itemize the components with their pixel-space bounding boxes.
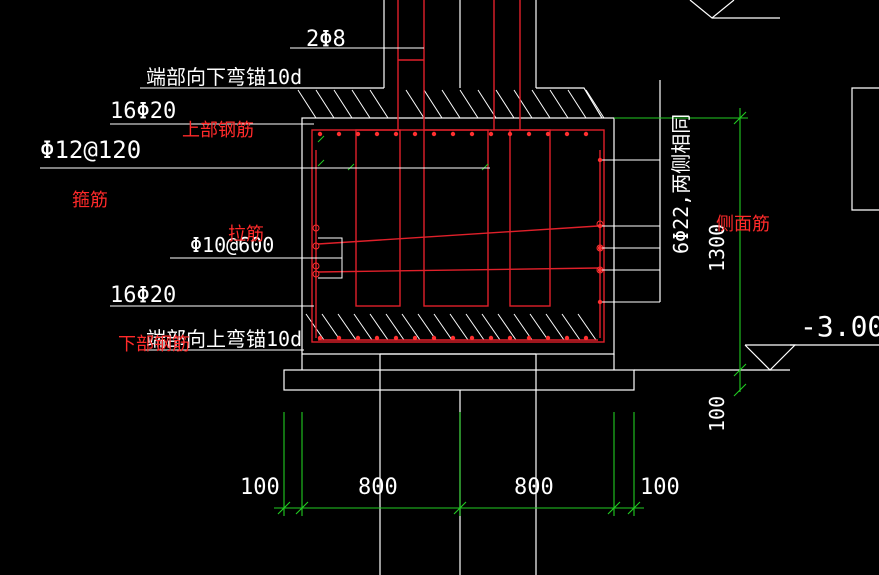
hatch-stroke bbox=[561, 313, 581, 341]
base-dim-label: 100 bbox=[705, 396, 729, 432]
rebar-dot bbox=[564, 131, 570, 137]
hatch-stroke bbox=[513, 313, 533, 341]
rebar-dot bbox=[431, 131, 437, 137]
height-dim-label: 1300 bbox=[705, 224, 729, 272]
rebar-dot bbox=[583, 131, 589, 137]
hatch-stroke bbox=[481, 313, 501, 341]
rebar-dot bbox=[393, 335, 399, 341]
dimension-lines bbox=[274, 108, 748, 516]
hatch-stroke bbox=[449, 313, 469, 341]
rebar-dot bbox=[355, 131, 361, 137]
hatch-stroke bbox=[549, 89, 569, 119]
rebar-dot bbox=[355, 335, 361, 341]
top-bars-label: 16Φ20 bbox=[110, 99, 176, 124]
hatch-stroke bbox=[401, 313, 421, 341]
stirrup-annotation: 箍筋 bbox=[72, 190, 108, 211]
side-rebar-annotation: 侧面筋 bbox=[716, 214, 770, 235]
rebar-cage bbox=[311, 0, 605, 343]
side-bars-label: 6Φ22,两侧相同 bbox=[669, 114, 693, 254]
rebar-dot bbox=[469, 335, 475, 341]
rebar-dot bbox=[507, 335, 513, 341]
hatch-stroke bbox=[351, 89, 371, 119]
hatch-stroke bbox=[495, 89, 515, 119]
elevation-label: -3.000 bbox=[800, 310, 879, 343]
rebar-dot bbox=[597, 299, 603, 305]
hatch-stroke bbox=[417, 313, 437, 341]
callout-ticks bbox=[317, 135, 489, 171]
tie-annotation: 拉筋 bbox=[228, 224, 264, 245]
hatch-stroke bbox=[337, 313, 357, 341]
hatch-stroke bbox=[297, 89, 317, 119]
rebar-dot bbox=[336, 335, 342, 341]
rebar-dot bbox=[450, 335, 456, 341]
rebar-dot bbox=[507, 131, 513, 137]
rebar-dot bbox=[317, 131, 323, 137]
top-rebar-annotation: 上部钢筋 bbox=[182, 120, 254, 141]
rebar-dot bbox=[488, 131, 494, 137]
hatch-stroke bbox=[305, 313, 325, 341]
dim-right-width: 800 bbox=[514, 475, 554, 500]
hatch-stroke bbox=[577, 313, 597, 341]
rebar-dots bbox=[317, 131, 603, 341]
dim-left-offset: 100 bbox=[240, 475, 280, 500]
rebar-dot bbox=[431, 335, 437, 341]
hatch-stroke bbox=[433, 313, 453, 341]
hatch-stroke bbox=[529, 313, 549, 341]
bottom-rebar-annotation: 下部钢筋 bbox=[118, 334, 190, 355]
rebar-dot bbox=[526, 335, 532, 341]
hatch-stroke bbox=[465, 313, 485, 341]
dim-right-offset: 100 bbox=[640, 475, 680, 500]
bottom-anchor-note: 端部向上弯锚10d bbox=[146, 327, 302, 351]
rebar-dot bbox=[336, 131, 342, 137]
hatch-stroke bbox=[459, 89, 479, 119]
rebar-dot bbox=[450, 131, 456, 137]
hatch-stroke bbox=[441, 89, 461, 119]
leader-lines bbox=[40, 47, 660, 351]
hatch-stroke bbox=[545, 313, 565, 341]
hatch-stroke bbox=[513, 89, 533, 119]
hatch-stroke bbox=[405, 89, 425, 119]
rebar-dot bbox=[564, 335, 570, 341]
hatch-stroke bbox=[423, 89, 443, 119]
rebar-dot bbox=[545, 335, 551, 341]
hatch-stroke bbox=[531, 89, 551, 119]
rebar-dot bbox=[597, 245, 603, 251]
rebar-dot bbox=[412, 131, 418, 137]
stirrup-top-label: 2Φ8 bbox=[306, 27, 346, 52]
rebar-dot bbox=[597, 267, 603, 273]
rebar-dot bbox=[545, 131, 551, 137]
bottom-bars-label: 16Φ20 bbox=[110, 283, 176, 308]
rebar-dot bbox=[488, 335, 494, 341]
hatch-stroke bbox=[333, 89, 353, 119]
top-anchor-note: 端部向下弯锚10d bbox=[146, 65, 302, 89]
rebar-dot bbox=[583, 335, 589, 341]
rebar-dot bbox=[374, 335, 380, 341]
hatch-stroke bbox=[369, 313, 389, 341]
dim-left-width: 800 bbox=[358, 475, 398, 500]
hatch-stroke bbox=[315, 89, 335, 119]
hatch-stroke bbox=[585, 89, 605, 119]
hatch-stroke bbox=[321, 313, 341, 341]
hatch-stroke bbox=[353, 313, 373, 341]
rebar-dot bbox=[526, 131, 532, 137]
stirrup-spec-label: Φ12@120 bbox=[40, 136, 141, 164]
rebar-dot bbox=[374, 131, 380, 137]
rebar-dot bbox=[412, 335, 418, 341]
hatch-stroke bbox=[477, 89, 497, 119]
top-hatch bbox=[297, 89, 605, 119]
hatch-stroke bbox=[497, 313, 517, 341]
rebar-dot bbox=[317, 335, 323, 341]
hatch-stroke bbox=[369, 89, 389, 119]
rebar-dot bbox=[469, 131, 475, 137]
hatch-stroke bbox=[567, 89, 587, 119]
hatch-stroke bbox=[385, 313, 405, 341]
rebar-dot bbox=[597, 157, 603, 163]
bottom-hatch bbox=[305, 313, 597, 341]
rebar-dot bbox=[393, 131, 399, 137]
tie-spec-label: Φ10@600 bbox=[190, 233, 274, 257]
